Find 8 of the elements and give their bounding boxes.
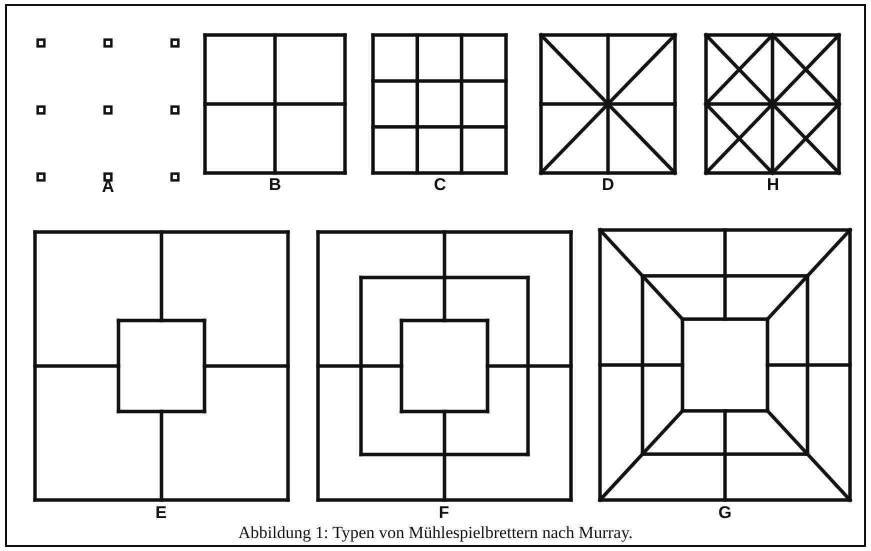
board-label: F xyxy=(438,503,450,523)
board-label: B xyxy=(268,175,282,195)
figure-caption: Abbildung 1: Typen von Mühlespielbrettern nach Murray. xyxy=(237,523,634,543)
board-label: C xyxy=(432,175,448,195)
board-label: D xyxy=(600,175,616,195)
board-label: G xyxy=(717,503,733,523)
board-label: H xyxy=(766,175,780,195)
board-label: E xyxy=(154,503,168,523)
